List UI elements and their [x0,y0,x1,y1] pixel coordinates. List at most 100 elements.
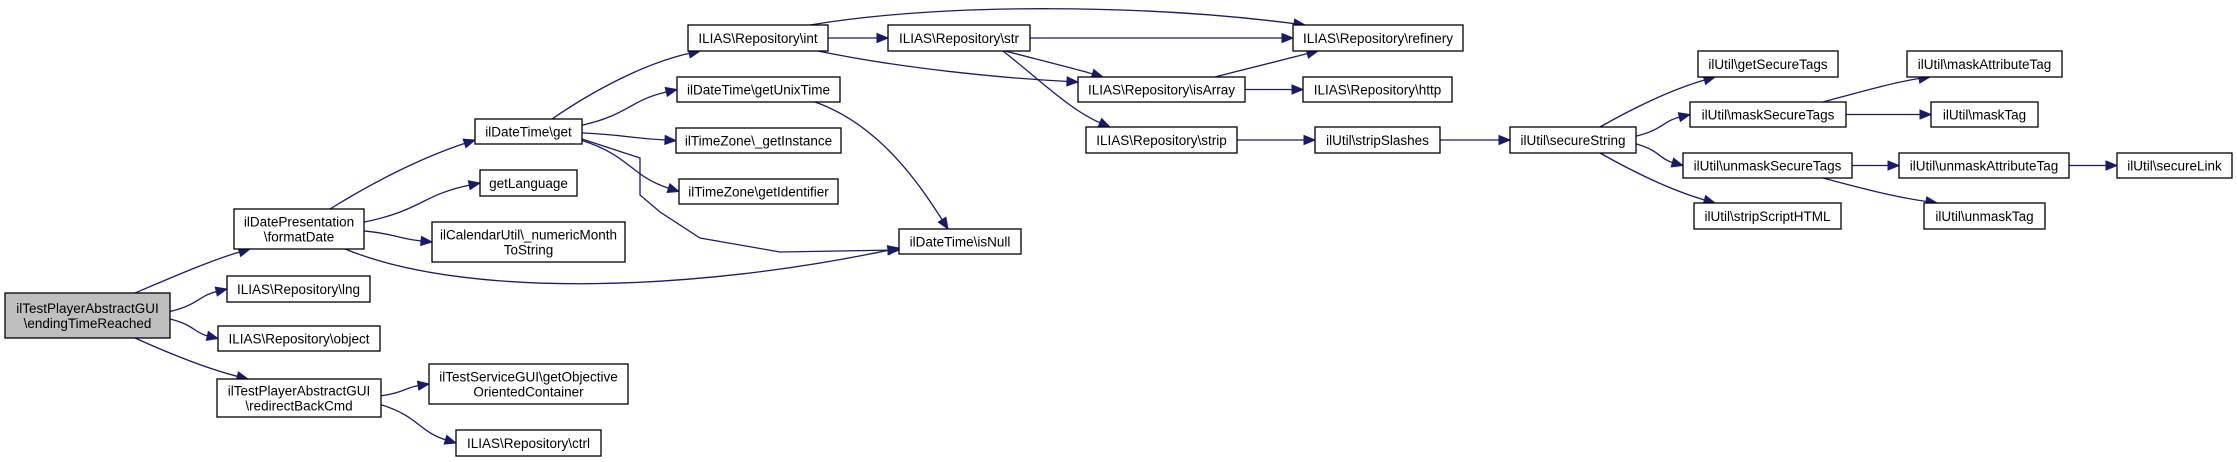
edge-line [1599,79,1706,128]
node-mask-secure-tags[interactable]: ilUtil\maskSecureTags [1689,101,1847,128]
node-mask-attribute-tag[interactable]: ilUtil\maskAttributeTag [1906,50,2063,78]
edge-format-date-to-numeric-month [363,230,434,247]
edge-line [1822,177,1928,203]
node-label: \endingTimeReached [24,316,152,331]
node-label: ilDatePresentation [244,215,354,230]
node-label: ILIAS\Repository\int [698,31,818,46]
node-label: ilTimeZone\_getInstance [685,134,832,149]
edge-line [809,8,1296,26]
node-get-secure-tags[interactable]: ilUtil\getSecureTags [1697,50,1839,78]
node-label: ilUtil\maskTag [1943,108,2026,123]
edge-dt-get-to-get-unix-time [581,86,679,126]
node-label: ILIAS\Repository\refinery [1303,31,1453,46]
node-secure-string[interactable]: ilUtil\secureString [1509,126,1637,154]
edge-line [1599,152,1706,201]
node-strip[interactable]: ILIAS\Repository\strip [1085,126,1238,154]
node-is-null[interactable]: ilDateTime\isNull [898,228,1022,255]
node-redirect-back-cmd[interactable]: ilTestPlayerAbstractGUI\redirectBackCmd [216,378,382,418]
node-lng[interactable]: ILIAS\Repository\lng [226,275,371,303]
node-box [1509,126,1637,154]
node-get-objective[interactable]: ilTestServiceGUI\getObjectiveOrientedCon… [428,363,629,405]
edge-format-date-to-dt-get [329,138,477,210]
node-get-language[interactable]: getLanguage [479,169,578,197]
edge-unmask-secure-tags-to-unmask-attribute-tag [1852,160,1901,171]
node-get-unix-time[interactable]: ilDateTime\getUnixTime [676,76,841,103]
edge-get-unix-time-to-is-null [814,101,949,231]
node-box [1906,50,2063,78]
node-int[interactable]: ILIAS\Repository\int [687,24,829,52]
edge-dt-get-to-get-identifier [581,139,681,194]
node-box [1314,126,1441,154]
edge-line [169,318,209,337]
node-dt-get[interactable]: ilDateTime\get [474,118,583,145]
arrowhead-icon [214,286,229,297]
arrowhead-icon [416,380,431,391]
node-mask-tag[interactable]: ilUtil\maskTag [1930,101,2039,128]
edge-root-to-object [169,318,220,341]
node-box [898,228,1022,255]
edge-secure-string-to-unmask-secure-tags [1635,143,1685,168]
node-label: ilDateTime\getUnixTime [687,83,830,98]
node-object[interactable]: ILIAS\Repository\object [217,325,381,352]
node-box [1930,101,2039,128]
node-box [1697,50,1839,78]
edge-line [817,50,1069,83]
arrowhead-icon [205,330,220,341]
node-is-array[interactable]: ILIAS\Repository\isArray [1077,76,1246,103]
arrowhead-icon [1291,84,1305,95]
edge-str-to-refinery [1030,32,1295,44]
edge-line [380,384,420,397]
edge-root-to-lng [169,286,229,313]
node-box [887,24,1031,52]
edge-line [1004,50,1094,75]
edge-line [814,101,944,221]
node-box [678,178,839,205]
node-strip-script-html[interactable]: ilUtil\stripScriptHTML [1693,202,1842,230]
edge-strip-slashes-to-secure-string [1440,134,1512,146]
node-label: ILIAS\Repository\ctrl [467,436,590,451]
edge-int-to-is-array [817,50,1080,87]
node-label: ilUtil\stripScriptHTML [1704,209,1831,224]
node-strip-slashes[interactable]: ilUtil\stripSlashes [1314,126,1441,154]
node-secure-link[interactable]: ilUtil\secureLink [2116,152,2233,179]
node-box [455,429,602,457]
node-root[interactable]: ilTestPlayerAbstractGUI\endingTimeReache… [4,292,171,339]
node-format-date[interactable]: ilDatePresentation\formatDate [233,208,365,250]
node-label: ILIAS\Repository\http [1314,83,1442,98]
edge-int-to-refinery [809,8,1307,29]
node-box [479,169,578,197]
arrowhead-icon [443,434,458,445]
arrowhead-icon [467,180,482,191]
edge-line [363,230,423,242]
edge-redirect-back-cmd-to-get-objective [380,380,431,397]
node-str[interactable]: ILIAS\Repository\str [887,24,1031,52]
node-label: ilDateTime\isNull [910,235,1011,250]
node-unmask-secure-tags[interactable]: ilUtil\unmaskSecureTags [1682,152,1853,179]
node-label: ilTestPlayerAbstractGUI [16,301,159,316]
arrowhead-icon [1670,157,1685,168]
node-get-instance[interactable]: ilTimeZone\_getInstance [675,127,842,154]
edge-line [581,139,670,190]
arrowhead-icon [1303,134,1317,146]
node-label: OrientedContainer [473,385,584,400]
node-unmask-attribute-tag[interactable]: ilUtil\unmaskAttributeTag [1898,152,2070,179]
edge-is-array-to-refinery [1214,48,1320,78]
node-label: getLanguage [489,176,568,191]
node-http[interactable]: ILIAS\Repository\http [1302,76,1453,103]
node-box [1923,202,2046,230]
node-ctrl[interactable]: ILIAS\Repository\ctrl [455,429,602,457]
node-label: \formatDate [264,230,335,245]
node-refinery[interactable]: ILIAS\Repository\refinery [1292,24,1464,52]
arrowhead-icon [666,183,681,194]
edge-line [344,248,890,285]
arrowhead-icon [664,86,679,98]
arrowhead-icon [1677,112,1692,123]
node-get-identifier[interactable]: ilTimeZone\getIdentifier [678,178,839,205]
edge-unmask-attribute-tag-to-secure-link [2069,160,2119,171]
edge-unmask-secure-tags-to-unmask-tag [1822,177,1939,207]
node-unmask-tag[interactable]: ilUtil\unmaskTag [1923,202,2046,230]
node-label: ilDateTime\get [485,125,572,140]
node-box [1682,152,1853,179]
